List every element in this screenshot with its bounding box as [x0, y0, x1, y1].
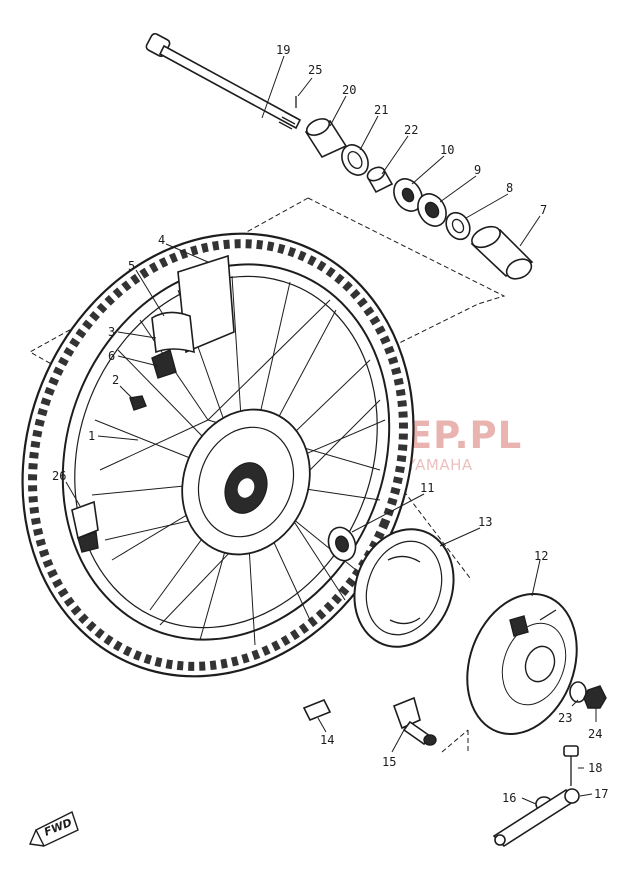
spacer-part [304, 118, 348, 159]
callout-12: 12 [534, 549, 548, 563]
callout-labels: 19 25 20 21 22 10 9 8 7 4 5 3 6 2 1 26 1… [52, 43, 608, 805]
callout-17: 17 [594, 787, 608, 801]
small-link-part [302, 698, 332, 722]
tube-and-rim-band [151, 254, 235, 379]
brake-shoes-part [353, 528, 455, 648]
callout-26: 26 [52, 469, 66, 483]
callout-16: 16 [502, 791, 516, 805]
collar-part [366, 166, 394, 194]
callout-15: 15 [382, 755, 396, 769]
callout-21: 21 [374, 103, 388, 117]
callout-3: 3 [108, 325, 115, 339]
brake-plate-part [466, 593, 578, 735]
callout-19: 19 [276, 43, 290, 57]
callout-7: 7 [540, 203, 547, 217]
callout-9: 9 [474, 163, 481, 177]
callout-13: 13 [478, 515, 492, 529]
leader-lines [65, 55, 597, 805]
washer-part [569, 681, 587, 703]
callout-18: 18 [588, 761, 602, 775]
front-axle-part [145, 32, 302, 130]
callout-25: 25 [308, 63, 322, 77]
callout-24: 24 [588, 727, 602, 741]
callout-10: 10 [440, 143, 454, 157]
callout-6: 6 [108, 349, 115, 363]
axle-nut-part [583, 685, 607, 709]
cam-bolt-part [563, 745, 579, 786]
wheel-assembly [21, 232, 415, 678]
callout-11: 11 [420, 481, 434, 495]
callout-4: 4 [158, 233, 165, 247]
callout-1: 1 [88, 429, 95, 443]
callout-23: 23 [558, 711, 572, 725]
callout-22: 22 [404, 123, 418, 137]
callout-5: 5 [128, 259, 135, 273]
valve-cap-part [71, 500, 99, 553]
callout-8: 8 [506, 181, 513, 195]
seal-8-part [445, 211, 471, 241]
brake-cam-part [392, 696, 437, 746]
axle-assembly [145, 32, 534, 280]
hub-seal-11-part [327, 526, 357, 562]
spacer-7-part [470, 225, 534, 280]
brake-cam-lever-part [492, 788, 580, 848]
callout-2: 2 [112, 373, 119, 387]
bearing-9-part [417, 193, 447, 227]
wheel-hub-part [181, 408, 311, 556]
oil-seal-part [341, 144, 369, 176]
callout-20: 20 [342, 83, 356, 97]
bearing-10-part [393, 178, 423, 212]
fwd-arrow-icon: FWD [28, 811, 79, 847]
callout-14: 14 [320, 733, 334, 747]
